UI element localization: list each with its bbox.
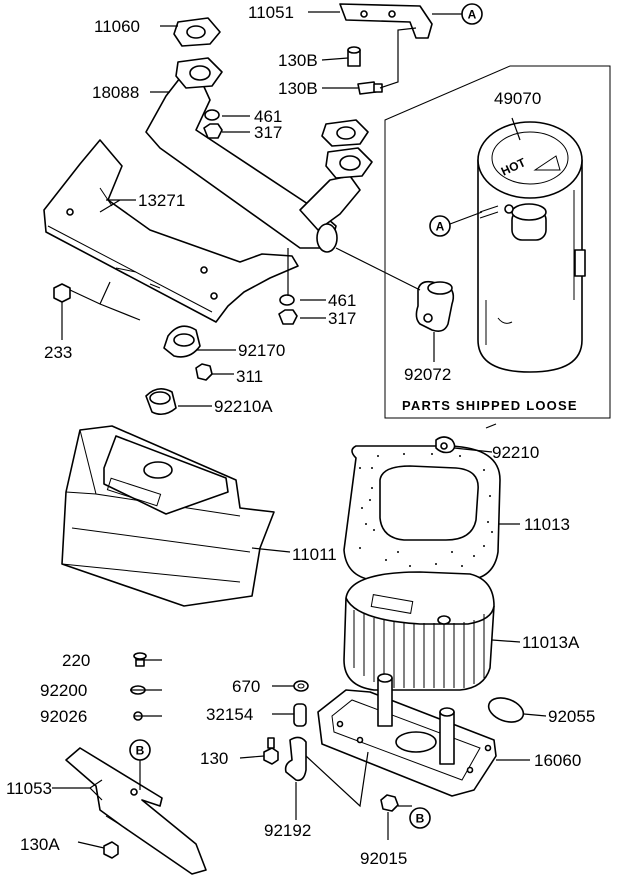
label-461-a: 461 [254, 107, 282, 126]
label-92072: 92072 [404, 365, 451, 384]
nut-311[interactable] [195, 363, 213, 381]
label-92170: 92170 [238, 341, 285, 360]
fitting-32154[interactable] [293, 703, 307, 727]
knob-92210a[interactable] [145, 388, 177, 416]
clamp-92170[interactable] [163, 325, 201, 358]
label-92192: 92192 [264, 821, 311, 840]
nut-317-lower[interactable] [278, 309, 298, 325]
label-130: 130 [200, 749, 228, 768]
bolt-130b-lower[interactable] [357, 81, 383, 95]
bolt-130b-upper[interactable] [347, 46, 361, 67]
label-92026: 92026 [40, 707, 87, 726]
hose-92192[interactable] [284, 736, 307, 782]
label-11011: 11011 [292, 545, 337, 564]
exhaust-flange-upper[interactable] [175, 57, 223, 89]
label-11013: 11013 [524, 515, 570, 534]
label-92015: 92015 [360, 849, 407, 868]
bolt-220[interactable] [133, 652, 147, 667]
label-130a: 130A [20, 835, 60, 854]
label-11060: 11060 [94, 17, 140, 36]
svg-text:A: A [436, 220, 445, 234]
marker-a-box: A [429, 215, 451, 237]
label-130b-a: 130B [278, 51, 318, 70]
label-220: 220 [62, 651, 90, 670]
muffler-clamp[interactable] [415, 280, 455, 332]
label-670: 670 [232, 677, 260, 696]
leader-lines [52, 11, 547, 849]
marker-b-left: B [129, 739, 151, 761]
nut-317-top[interactable] [203, 123, 223, 139]
label-16060: 16060 [534, 751, 581, 770]
label-92210: 92210 [492, 443, 539, 462]
precleaner-11013[interactable] [343, 445, 501, 581]
gasket-right-upper[interactable] [321, 119, 369, 147]
label-317-b: 317 [328, 309, 356, 328]
o-ring-92055[interactable] [485, 694, 526, 727]
precleaner-texture [359, 453, 493, 567]
label-11053: 11053 [6, 779, 52, 798]
label-92200: 92200 [40, 681, 87, 700]
label-92210a: 92210A [214, 397, 273, 416]
air-cleaner-cover[interactable] [61, 425, 275, 607]
bolt-233[interactable] [53, 283, 71, 303]
heat-shield[interactable] [43, 139, 299, 323]
exhaust-flange-right[interactable] [325, 147, 373, 179]
label-233: 233 [44, 343, 72, 362]
muffler[interactable]: HOT [477, 121, 586, 373]
label-49070: 49070 [494, 89, 541, 108]
label-11013a: 11013A [522, 633, 580, 652]
label-461-b: 461 [328, 291, 356, 310]
label-32154: 32154 [206, 705, 253, 724]
label-13271: 13271 [138, 191, 185, 210]
part-labels: 11060 11051 130B 130B 18088 461 317 4907… [6, 3, 595, 868]
label-130b-b: 130B [278, 79, 318, 98]
parts-shipped-loose-caption: PARTS SHIPPED LOOSE [402, 398, 578, 413]
air-cleaner-base[interactable] [317, 673, 497, 797]
label-317-a: 317 [254, 123, 282, 142]
air-filter-11013a[interactable] [343, 571, 495, 691]
bracket-11051[interactable] [339, 3, 433, 39]
gasket-11060[interactable] [173, 17, 221, 47]
label-11051: 11051 [248, 3, 294, 22]
label-92055: 92055 [548, 707, 595, 726]
label-311: 311 [236, 367, 263, 386]
loose-parts-box [384, 65, 611, 419]
plug-670[interactable] [293, 680, 309, 692]
marker-b-right: B [409, 807, 431, 829]
label-18088: 18088 [92, 83, 139, 102]
nut-92015[interactable] [380, 794, 399, 812]
bolt-130[interactable] [263, 737, 279, 765]
washer-461-top[interactable] [204, 109, 220, 121]
bolt-130a[interactable] [103, 841, 119, 859]
svg-text:A: A [468, 8, 477, 22]
svg-text:B: B [136, 744, 145, 758]
bracket-11053[interactable] [65, 747, 207, 875]
marker-a-top: A [461, 3, 483, 25]
wing-nut-92210[interactable] [435, 436, 456, 454]
washer-461-lower[interactable] [279, 294, 295, 306]
exhaust-pipe[interactable] [145, 77, 361, 253]
svg-text:B: B [416, 812, 425, 826]
